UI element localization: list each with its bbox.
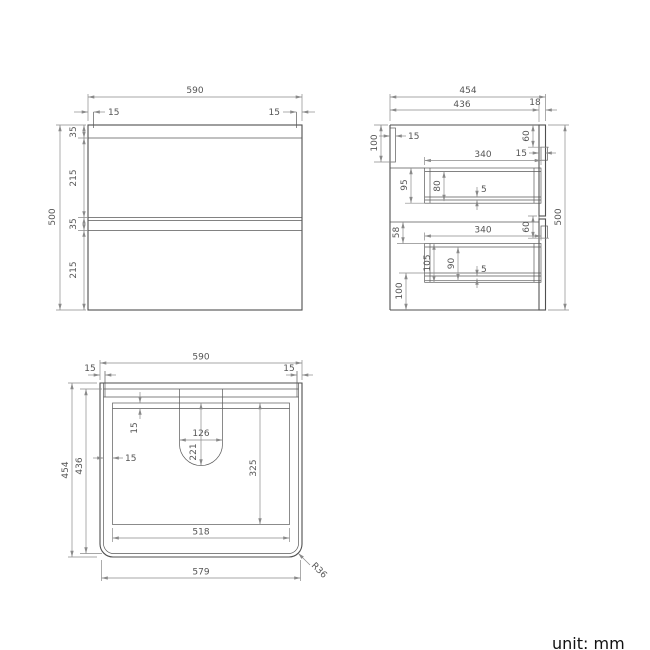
dim-side-hanger-thickness: 15 <box>408 132 419 142</box>
dim-plan-side-thickness: 15 <box>125 454 136 464</box>
dim-side-front-thickness: 18 <box>529 98 541 108</box>
dim-plan-depth-total: 454 <box>61 461 71 478</box>
dim-front-rail-mid: 35 <box>69 218 79 229</box>
dim-plan-depth-inner: 436 <box>75 457 85 474</box>
plan-back-panel-lines <box>103 371 299 409</box>
dim-side-drawer2-length: 340 <box>474 226 491 236</box>
plan-inner-outline <box>103 383 299 554</box>
dim-front-offset-right: 15 <box>269 108 280 118</box>
dim-side-hanger-height: 100 <box>370 134 380 151</box>
front-view: 590 15 15 35 215 35 215 500 <box>48 86 315 311</box>
side-front-bracket-1 <box>540 146 548 161</box>
dim-front-rail-top: 35 <box>69 126 79 137</box>
side-internal-lines <box>390 125 540 310</box>
plan-view: 590 15 15 454 436 15 126 221 15 325 518 <box>61 353 329 581</box>
dim-plan-corner-radius: R36 <box>309 561 329 581</box>
dim-plan-back-thickness: 15 <box>130 422 140 433</box>
front-extension-lines <box>56 94 303 311</box>
front-view-dimensions: 590 15 15 35 215 35 215 500 <box>48 86 315 311</box>
dim-side-drawer2-clearance: 5 <box>481 265 487 275</box>
dim-side-base-clearance: 100 <box>395 282 405 299</box>
plan-counter-outline <box>99 382 303 558</box>
side-drawer-face-1 <box>538 124 547 217</box>
dim-side-drawer2-side-height: 90 <box>447 258 457 270</box>
side-view-dimensions: 454 436 18 100 15 60 15 340 95 80 5 <box>370 86 569 311</box>
dim-side-depth-total: 454 <box>459 86 476 96</box>
side-view: 454 436 18 100 15 60 15 340 95 80 5 <box>370 86 569 311</box>
dim-plan-interior-width: 518 <box>192 528 209 538</box>
dim-front-offset-left: 15 <box>108 108 119 118</box>
dim-front-drawer-bottom: 215 <box>69 261 79 278</box>
dim-side-drawer1-clearance: 5 <box>481 185 487 195</box>
side-drawer-box-2 <box>424 243 542 283</box>
dim-front-width-top: 590 <box>186 86 203 96</box>
side-wall-hanger <box>389 127 396 163</box>
dim-front-drawer-top: 215 <box>69 169 79 186</box>
side-drawer-face-2 <box>538 218 547 311</box>
dim-plan-width-top: 590 <box>192 353 209 363</box>
side-drawer-box-1 <box>424 167 542 204</box>
side-front-bracket-2 <box>540 225 548 239</box>
dim-plan-width-front: 579 <box>192 568 209 578</box>
dim-plan-cutout-depth: 221 <box>189 443 199 460</box>
dim-side-depth-carcass: 436 <box>453 100 470 110</box>
dim-side-reveal-top: 15 <box>516 149 527 159</box>
dim-side-height-total: 500 <box>554 208 564 225</box>
dim-plan-offset-right: 15 <box>283 364 294 374</box>
side-extension-lines <box>374 94 569 311</box>
dim-side-drawer1-height: 95 <box>400 179 410 190</box>
dim-side-gap-mid: 60 <box>522 221 532 233</box>
dim-side-drawer2-offset: 58 <box>392 227 402 239</box>
plan-view-dimensions: 590 15 15 454 436 15 126 221 15 325 518 <box>61 353 329 581</box>
dim-plan-interior-depth: 325 <box>249 459 259 476</box>
dim-side-drawer2-height: 105 <box>423 254 433 271</box>
plan-extension-lines <box>68 360 303 581</box>
unit-label: unit: mm <box>552 634 625 650</box>
dim-plan-offset-left: 15 <box>84 364 95 374</box>
dim-side-drawer1-side-height: 80 <box>433 180 443 192</box>
dim-side-drawer1-length: 340 <box>474 150 491 160</box>
dim-side-gap-top: 60 <box>522 130 532 142</box>
front-drawer-lines <box>88 112 302 231</box>
dim-front-height-total: 500 <box>48 208 58 225</box>
